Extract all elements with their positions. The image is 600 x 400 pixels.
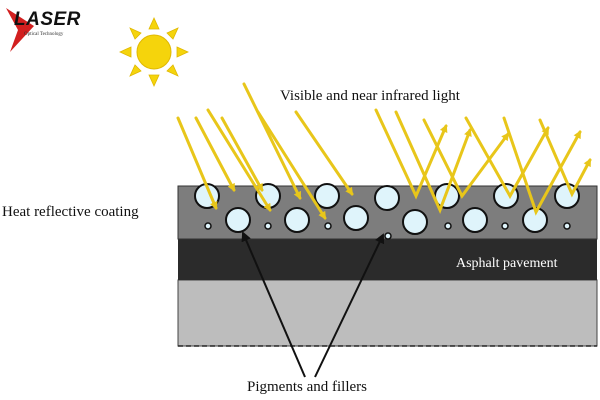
light-ray xyxy=(242,82,302,200)
asphalt-label: Asphalt pavement xyxy=(456,256,558,271)
logo-word: LASER xyxy=(14,9,81,30)
filler-dot xyxy=(204,222,212,230)
particle xyxy=(314,183,340,209)
particle xyxy=(343,205,369,231)
light-ray xyxy=(538,118,592,198)
filler-dot xyxy=(444,222,452,230)
filler-dot xyxy=(264,222,272,230)
light-ray xyxy=(464,116,550,200)
coating-label: Heat reflective coating xyxy=(2,204,139,220)
logo-subtitle: Optical Technology xyxy=(24,32,64,37)
pigments-label: Pigments and fillers xyxy=(247,379,367,395)
pigment-pointer-arrows xyxy=(241,231,385,378)
light-ray xyxy=(194,116,236,192)
light-rays xyxy=(176,82,592,220)
light-ray xyxy=(220,116,264,192)
light-label: Visible and near infrared light xyxy=(280,88,460,104)
light-ray xyxy=(394,110,472,214)
light-ray xyxy=(374,108,448,200)
light-ray xyxy=(256,110,327,220)
filler-dot xyxy=(501,222,509,230)
particle xyxy=(284,207,310,233)
light-ray xyxy=(422,118,510,199)
filler-dot xyxy=(324,222,332,230)
laser-logo: LASER Optical Technology xyxy=(4,4,80,56)
sun-icon xyxy=(119,17,189,87)
filler-dot xyxy=(563,222,571,230)
pointer-arrow-left xyxy=(241,231,306,378)
light-ray xyxy=(176,116,218,210)
base-layer xyxy=(177,279,598,347)
particle xyxy=(462,207,488,233)
filler-dot xyxy=(384,232,392,240)
light-ray xyxy=(502,116,582,216)
particle xyxy=(402,209,428,235)
pointer-arrow-right xyxy=(314,233,385,378)
particle xyxy=(225,207,251,233)
logo-red-swoosh xyxy=(6,8,34,52)
light-ray xyxy=(206,108,272,212)
light-ray xyxy=(294,110,354,196)
particle xyxy=(374,185,400,211)
